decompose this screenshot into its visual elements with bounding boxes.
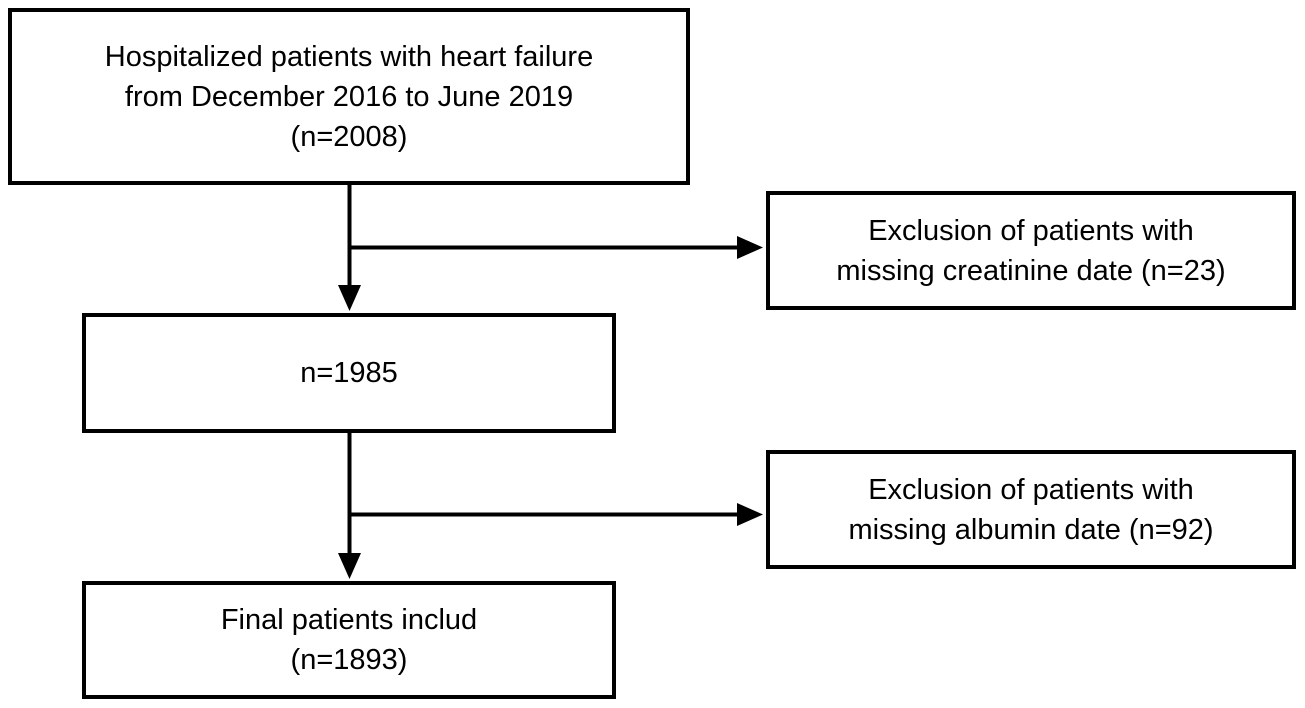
- box-text-line: (n=1893): [290, 644, 408, 676]
- arrow-to-exclusion-albumin: [347, 503, 763, 526]
- box-after-creatinine-exclusion: n=1985: [82, 313, 616, 433]
- box-text-line: Final patients includ: [220, 604, 478, 636]
- box-text-line: from December 2016 to June 2019: [124, 80, 574, 113]
- box-initial-cohort: Hospitalized patients with heart failure…: [8, 8, 690, 185]
- box-text-line: Exclusion of patients with: [868, 214, 1194, 247]
- box-final-included: Final patients includ (n=1893): [82, 581, 616, 699]
- arrow-to-exclusion-creatinine: [347, 236, 763, 259]
- box-text-line: Hospitalized patients with heart failure: [104, 40, 594, 73]
- box-text-line: n=1985: [300, 357, 398, 389]
- box-text-line: Exclusion of patients with: [868, 473, 1194, 506]
- box-exclusion-albumin: Exclusion of patients with missing album…: [766, 450, 1296, 569]
- box-text-line: missing albumin date (n=92): [848, 513, 1214, 546]
- box-text-line: (n=2008): [290, 120, 408, 153]
- box-text-line: missing creatinine date (n=23): [836, 254, 1226, 287]
- box-exclusion-creatinine: Exclusion of patients with missing creat…: [766, 191, 1296, 310]
- arrow-n1985-to-final: [338, 431, 361, 579]
- arrow-initial-to-n1985: [338, 183, 361, 311]
